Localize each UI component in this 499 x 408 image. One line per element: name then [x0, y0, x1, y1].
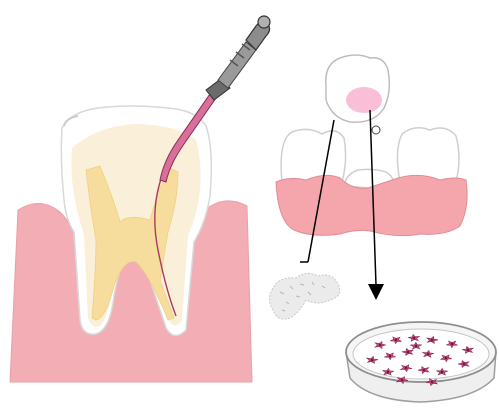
cell-nucleus: [431, 381, 434, 384]
extracted-tooth-root-tip: [372, 126, 380, 134]
cell-nucleus: [371, 359, 374, 362]
cell-nucleus: [423, 369, 426, 372]
petri-dish-icon: [346, 322, 496, 402]
extracted-tooth-icon: [326, 55, 390, 134]
dish-medium: [353, 329, 489, 379]
cell-nucleus: [415, 345, 418, 348]
cell-nucleus: [441, 371, 444, 374]
arrow-head: [368, 284, 384, 300]
tooth-cross-section-icon: [10, 106, 252, 382]
tooth-left: [281, 129, 345, 182]
cell-nucleus: [389, 355, 392, 358]
tissue-fragment: [269, 273, 339, 319]
cell-nucleus: [463, 363, 466, 366]
cell-nucleus: [405, 367, 408, 370]
cell-nucleus: [451, 343, 454, 346]
file-knob-cap: [258, 16, 270, 28]
tooth-right: [397, 128, 459, 182]
tissue-fragment-icon: [269, 273, 339, 319]
cell-nucleus: [427, 353, 430, 356]
cell-nucleus: [395, 339, 398, 342]
cell-nucleus: [445, 357, 448, 360]
cell-nucleus: [401, 379, 404, 382]
cell-nucleus: [407, 351, 410, 354]
cell-nucleus: [431, 339, 434, 342]
cell-nucleus: [467, 349, 470, 352]
cell-nucleus: [379, 344, 382, 347]
cell-nucleus: [413, 337, 416, 340]
cell-nucleus: [387, 371, 390, 374]
extracted-tooth-pulp-highlight: [346, 87, 382, 113]
